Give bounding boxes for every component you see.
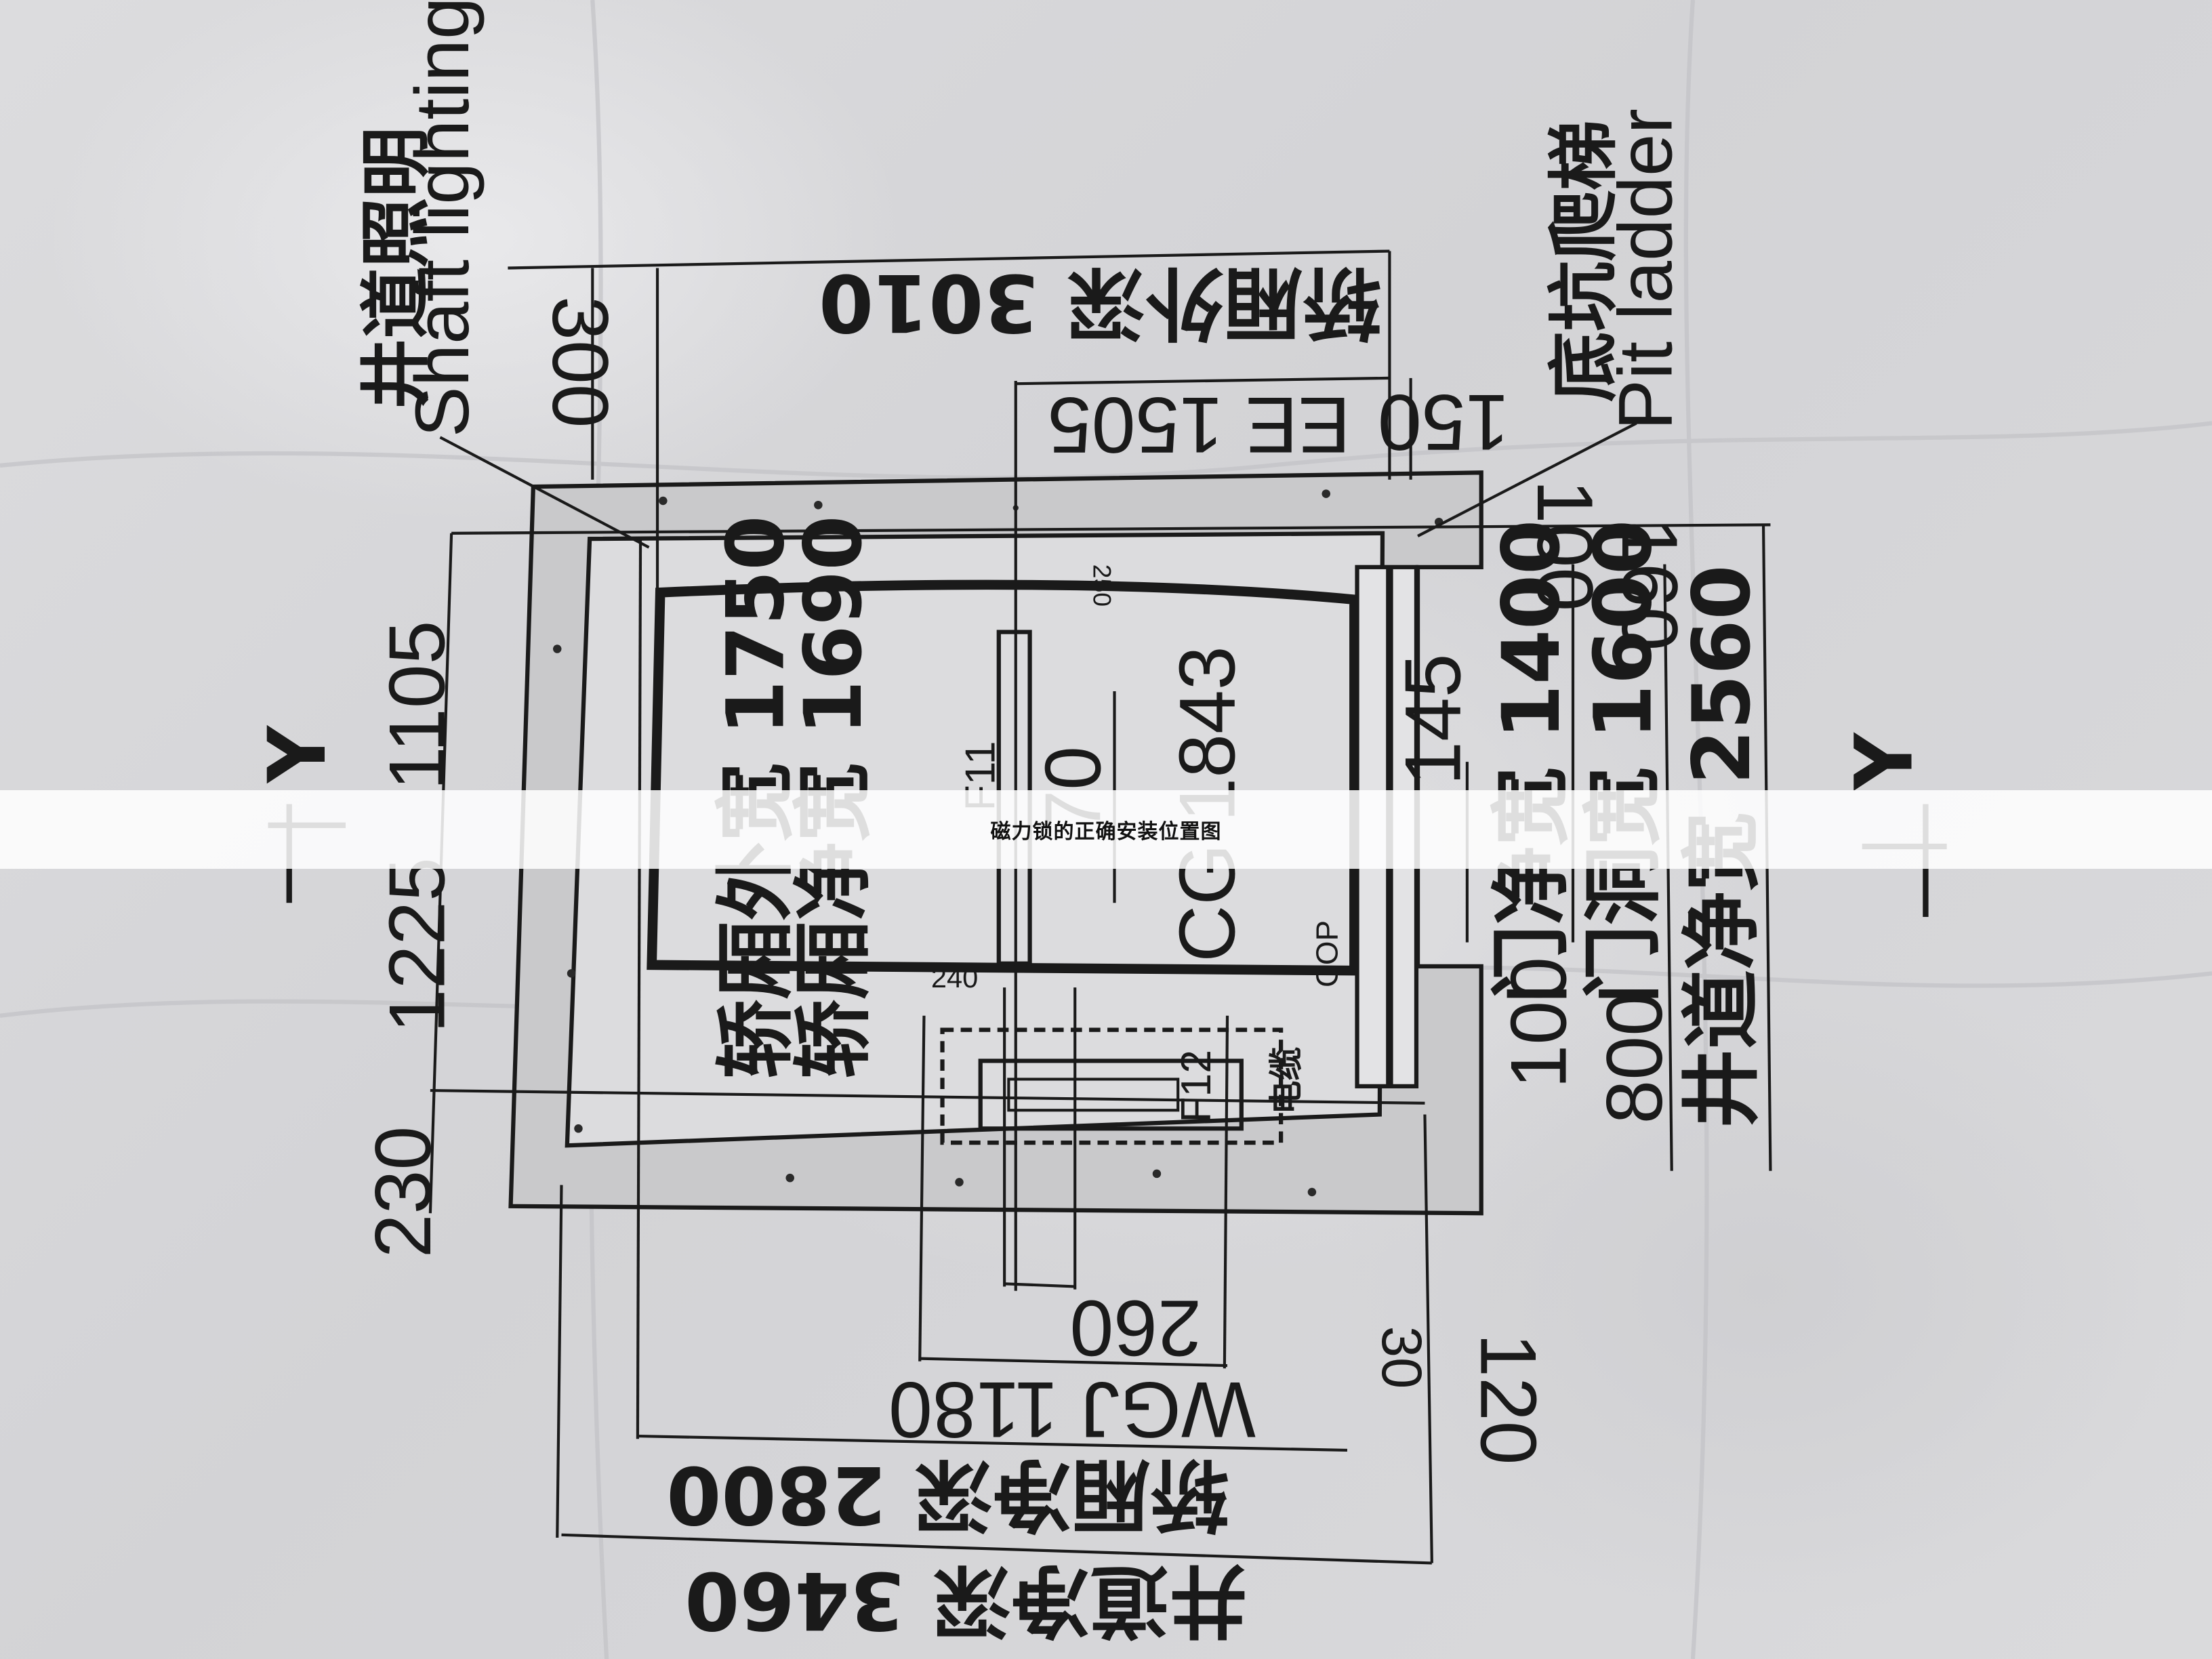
dim-120: 120 — [1465, 1333, 1553, 1465]
label-cop: COP — [1309, 920, 1344, 987]
label-ee: EE 1505 — [1048, 381, 1351, 470]
dim-160: 160 — [1605, 519, 1694, 651]
label-cable: 电缆 — [1267, 1047, 1306, 1115]
pit-ladder-en: Pit ladder — [1603, 108, 1688, 430]
label-car-clear-depth: 轿厢净深 2800 — [666, 1448, 1229, 1540]
dim-145: 145 — [1388, 653, 1477, 785]
label-shaft-clear-depth: 井道净深 3460 — [684, 1554, 1248, 1645]
section-mark-right: Y — [1839, 732, 1931, 792]
label-wgj: WGJ 1180 — [888, 1366, 1256, 1454]
dim-30: 30 — [1370, 1326, 1433, 1389]
dim-260: 260 — [1069, 1284, 1201, 1372]
dim-100-top: 100 — [1521, 480, 1610, 611]
dim-150: 150 — [1378, 378, 1509, 467]
shaft-lighting-cn: 井道照明 — [354, 127, 437, 409]
label-f12: F12 — [1172, 1050, 1220, 1123]
label-car-depth-3010: 轿厢外深 3010 — [819, 256, 1382, 348]
dim-300: 300 — [536, 296, 625, 428]
label-door-clear-width: 门净宽 1400 — [1486, 520, 1578, 1004]
dim-1225: 1225 — [373, 857, 462, 1033]
leader-lines — [439, 422, 1637, 549]
dimension-lines — [428, 249, 1772, 1565]
dim-100-bottom: 100 — [1494, 957, 1583, 1088]
section-mark-left: Y — [252, 724, 344, 784]
dim-230: 230 — [359, 1126, 447, 1258]
caption-band: 磁力锁的正确安装位置图 — [0, 790, 2212, 869]
pit-ladder-cn: 底坑爬梯 — [1542, 120, 1625, 402]
label-box-250: 250 — [1088, 565, 1116, 607]
counterweight — [940, 1027, 1284, 1145]
caption-title: 磁力锁的正确安装位置图 — [990, 820, 1222, 844]
label-box-240: 240 — [931, 962, 978, 994]
dim-800: 800 — [1590, 992, 1679, 1124]
car-outline — [647, 579, 1359, 976]
dim-1105: 1105 — [373, 620, 462, 790]
shaft-lighting-en: Shaft lighting — [399, 0, 485, 437]
label-door-opening-width: 门洞宽 1600 — [1578, 520, 1670, 1004]
